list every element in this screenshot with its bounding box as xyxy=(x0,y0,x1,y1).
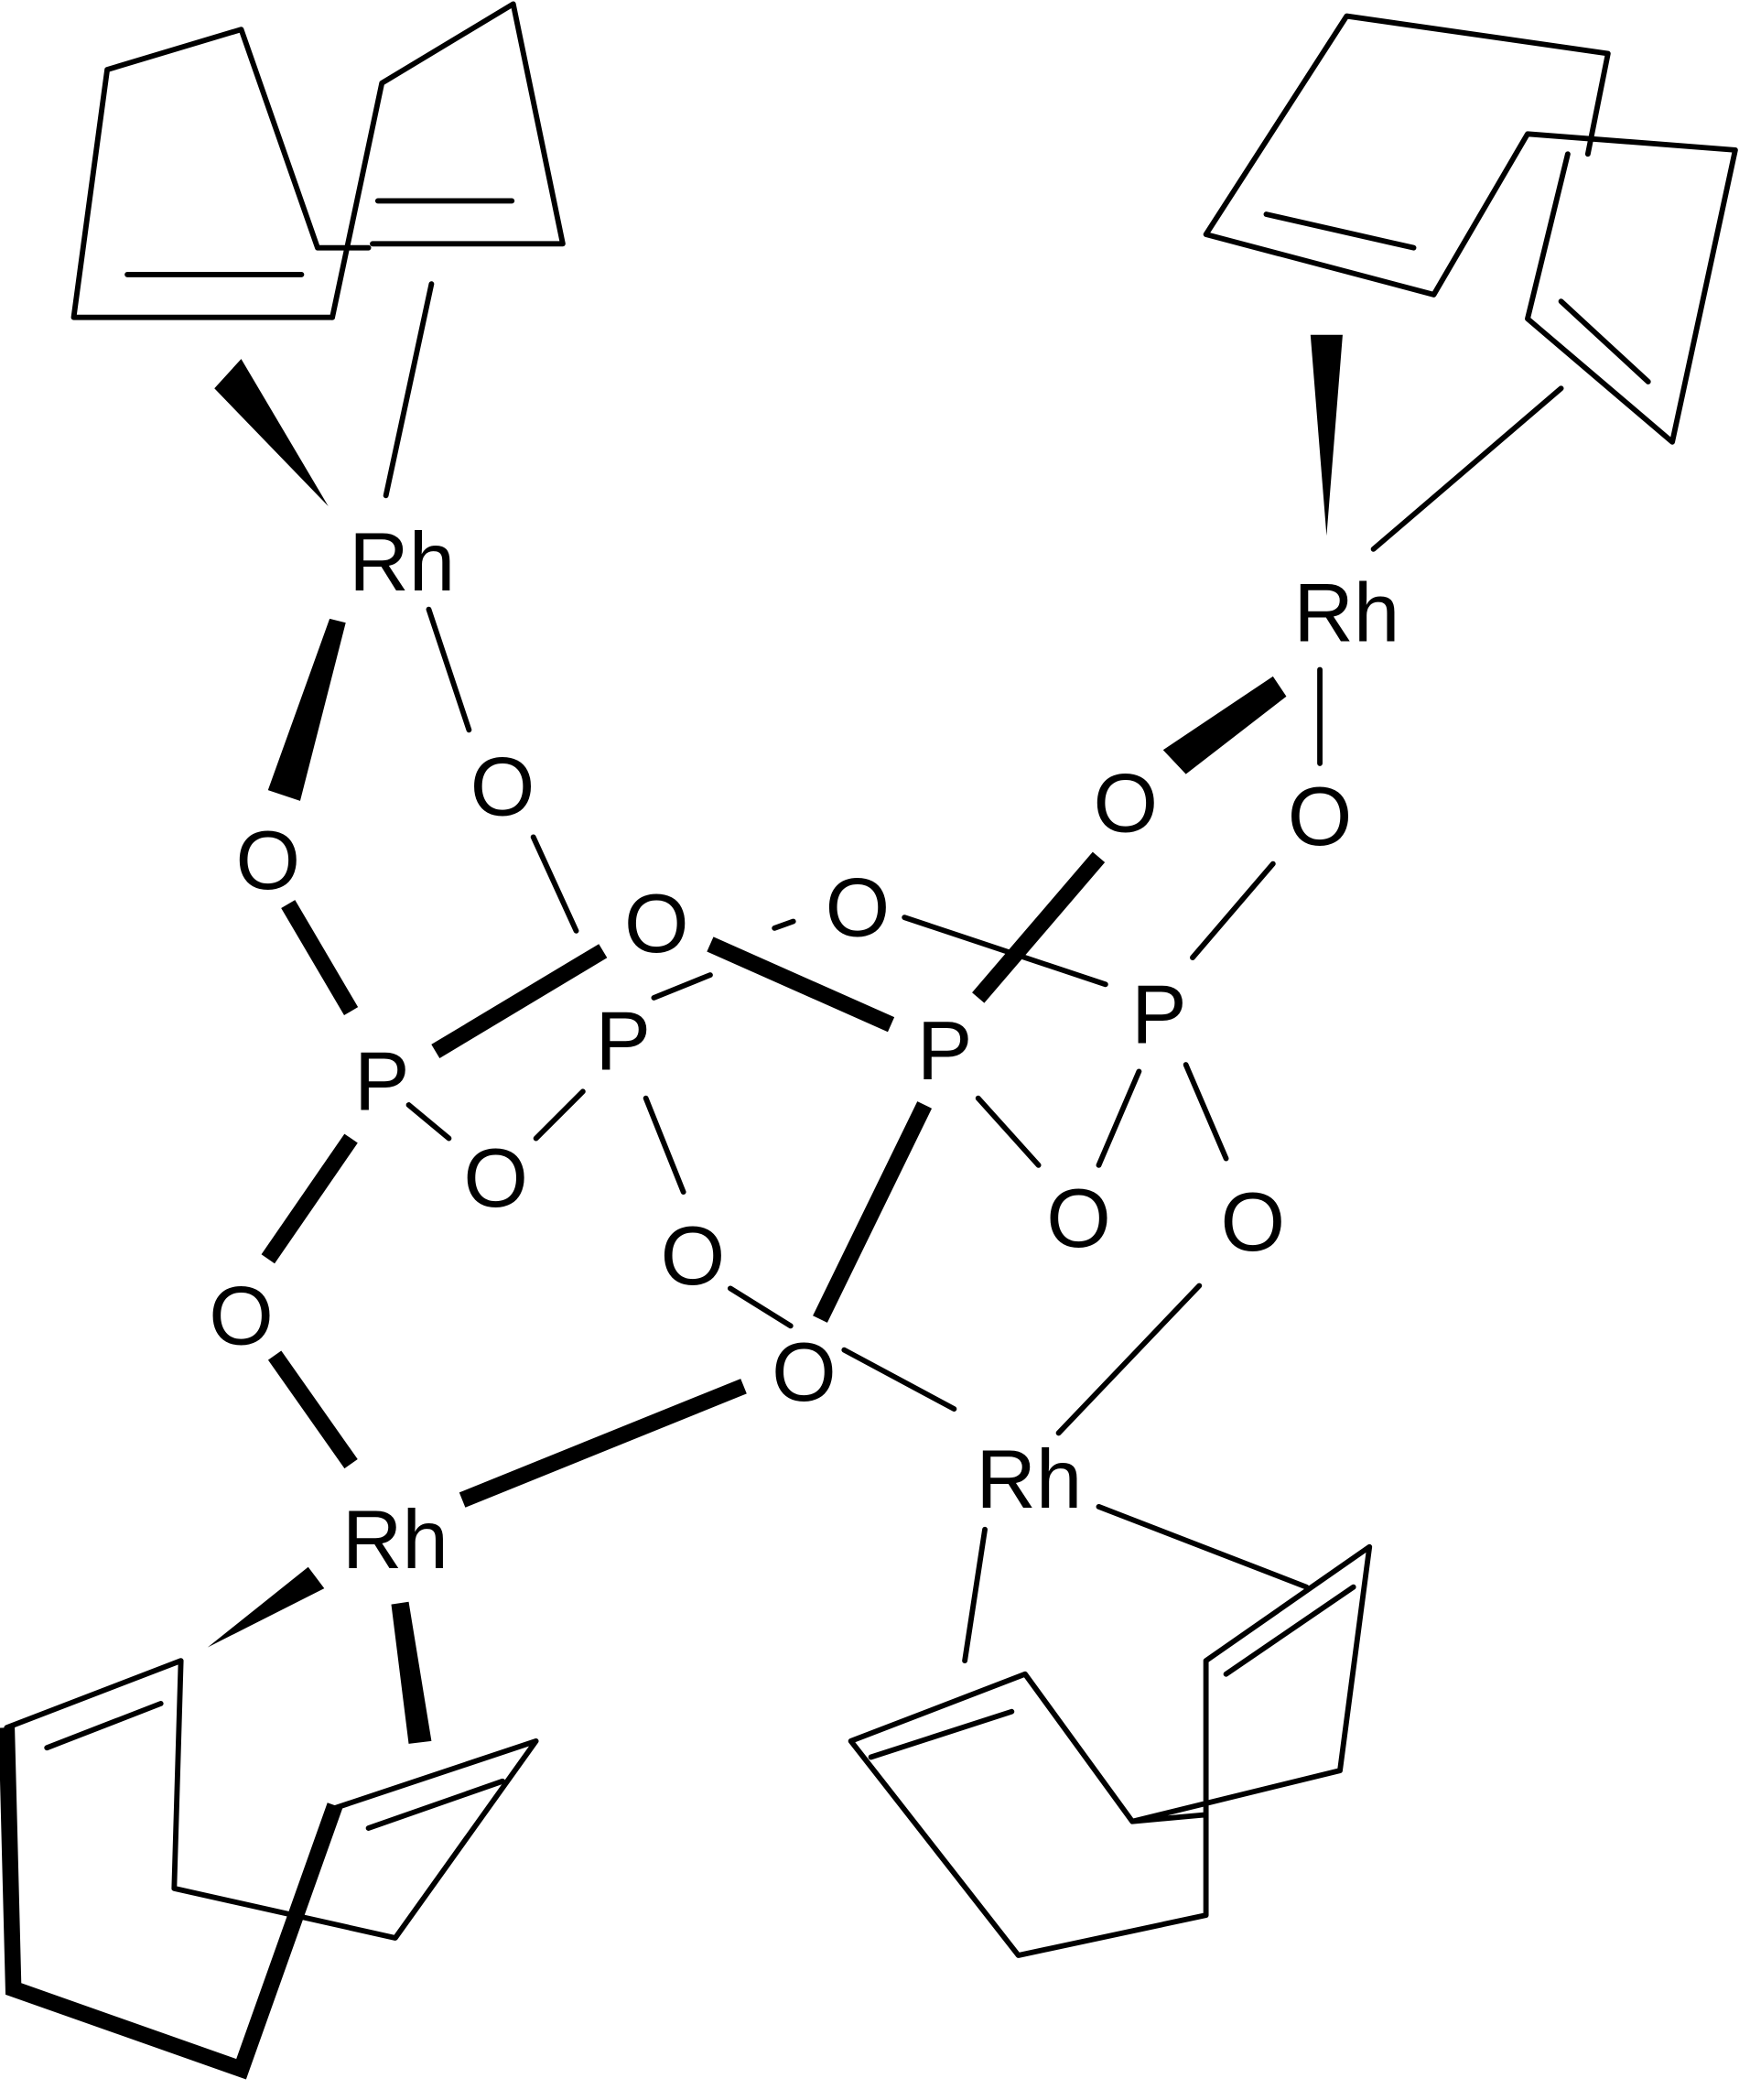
atom-p: P xyxy=(595,996,651,1088)
atom-o: O xyxy=(470,741,535,834)
atom-p: P xyxy=(1131,969,1187,1061)
cod-ring-top-right xyxy=(1203,13,1738,445)
atom-rh: Rh xyxy=(976,1434,1082,1526)
atom-o: O xyxy=(624,878,689,970)
atom-labels: Rh Rh Rh Rh P P P P O O O O O O O O O O … xyxy=(209,516,1399,1586)
atom-p: P xyxy=(917,1005,973,1098)
atom-o: O xyxy=(1046,1173,1111,1265)
atom-p: P xyxy=(354,1036,410,1129)
atom-o: O xyxy=(209,1271,274,1363)
cod-ring-bottom-right xyxy=(848,1543,1373,1958)
atom-rh: Rh xyxy=(1293,568,1399,660)
atom-o: O xyxy=(826,861,891,954)
atom-o: O xyxy=(463,1132,528,1225)
bonds xyxy=(207,281,1564,1744)
atom-o: O xyxy=(1221,1176,1286,1269)
cod-ring-bottom-left xyxy=(0,1658,539,2080)
atom-rh: Rh xyxy=(342,1494,448,1586)
atom-o: O xyxy=(1093,757,1158,850)
atom-o: O xyxy=(236,815,301,907)
cod-ring-top-left xyxy=(70,1,566,320)
atom-rh: Rh xyxy=(349,516,455,609)
atom-o: O xyxy=(1288,771,1353,863)
atom-o: O xyxy=(661,1210,726,1303)
atom-o: O xyxy=(772,1326,837,1419)
